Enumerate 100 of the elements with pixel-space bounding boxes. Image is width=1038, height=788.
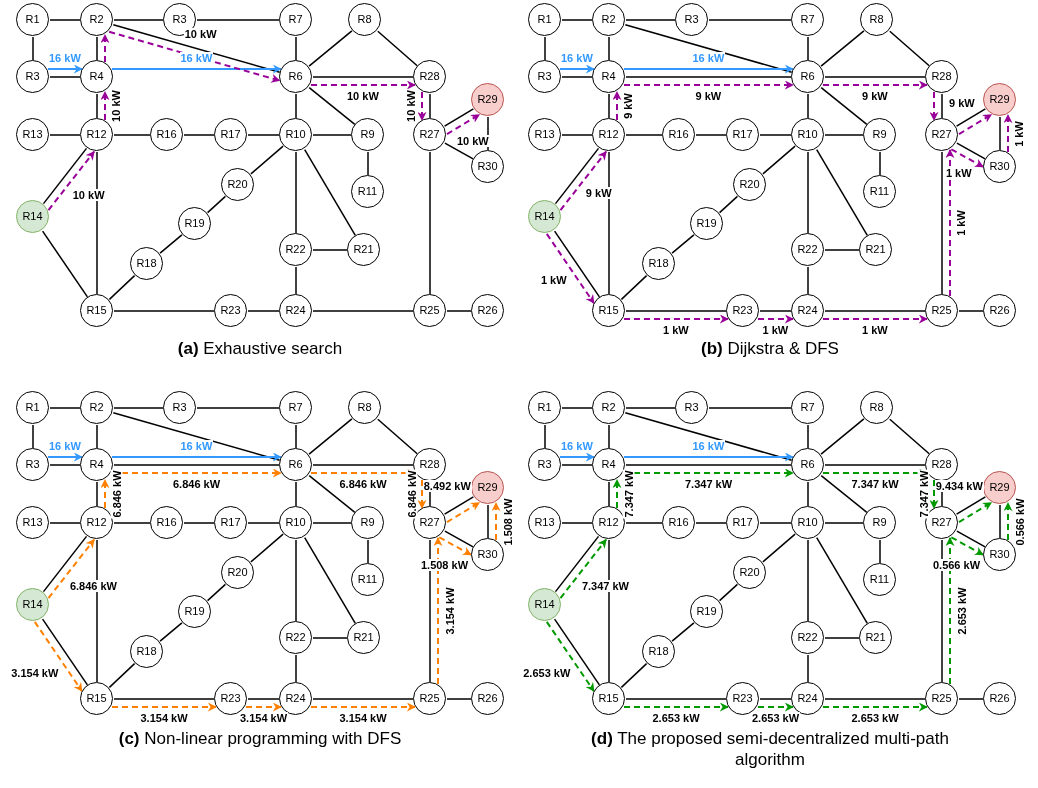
connector-line xyxy=(312,310,414,312)
edge-label: 9 kW xyxy=(948,96,976,109)
connector-line xyxy=(624,411,793,462)
connector-line xyxy=(941,151,943,295)
connector-line xyxy=(108,274,136,301)
network-node: R3 xyxy=(528,60,561,93)
edge-label: 1 kW xyxy=(954,209,967,237)
connector-line xyxy=(762,533,796,563)
network-node: R16 xyxy=(662,506,695,539)
connector-line xyxy=(759,310,792,312)
connector-line xyxy=(824,698,926,700)
network-node: R1 xyxy=(16,391,49,424)
connector-line xyxy=(820,418,865,455)
edge-label: 1 kW xyxy=(861,324,889,336)
network-node: R19 xyxy=(178,595,211,628)
connector-line xyxy=(113,407,164,409)
network-node: R19 xyxy=(178,207,211,240)
arrow xyxy=(100,479,110,509)
network-node: R6 xyxy=(791,60,824,93)
connector-line xyxy=(295,93,297,119)
edge-label: 2.653 kW xyxy=(522,666,572,679)
network-node: R8 xyxy=(348,3,381,36)
edge-label: 10 kW xyxy=(346,90,380,102)
arrow xyxy=(822,702,928,712)
edge-label: 1 kW xyxy=(662,324,690,336)
connector-line xyxy=(295,266,297,295)
network-node: R1 xyxy=(528,3,561,36)
connector-line xyxy=(956,530,986,548)
connector-line xyxy=(815,148,869,237)
connector-line xyxy=(958,698,984,700)
network-node: R10 xyxy=(791,506,824,539)
connector-line xyxy=(429,539,431,683)
connector-line xyxy=(625,76,792,78)
network-node: R22 xyxy=(791,233,824,266)
connector-line xyxy=(113,310,215,312)
edge-label: 9 kW xyxy=(694,90,723,102)
network-node: R3 xyxy=(163,391,196,424)
network-node: R11 xyxy=(351,175,384,208)
connector-line xyxy=(42,147,88,205)
network-node: R3 xyxy=(16,60,49,93)
edge-label: 9.434 kW xyxy=(934,479,984,492)
arrow xyxy=(958,113,993,136)
connector-line xyxy=(41,230,89,298)
network-node: R23 xyxy=(214,294,247,327)
network-node: R14 xyxy=(528,200,561,233)
network-node: R24 xyxy=(791,682,824,715)
arrow xyxy=(1003,114,1013,153)
edge-label: 10 kW xyxy=(71,188,106,201)
connector-line xyxy=(206,195,227,214)
network-node: R25 xyxy=(413,682,446,715)
connector-line xyxy=(999,116,1001,151)
connector-line xyxy=(889,30,930,67)
edge-label: 8.492 kW xyxy=(422,479,472,492)
edge-label: 16 kW xyxy=(179,52,214,64)
edge-label: 2.653 kW xyxy=(651,712,701,724)
connector-line xyxy=(625,407,676,409)
arrow xyxy=(822,314,928,324)
connector-line xyxy=(443,108,475,127)
network-node: R30 xyxy=(983,150,1016,183)
connector-line xyxy=(554,147,600,205)
arrow xyxy=(446,113,481,136)
connector-line xyxy=(608,481,610,507)
edge-label: 7.347 kW xyxy=(850,478,900,490)
connector-line xyxy=(49,522,81,524)
network-node: R13 xyxy=(528,506,561,539)
arrow xyxy=(559,538,608,600)
network-node: R14 xyxy=(16,200,49,233)
network-node: R24 xyxy=(279,682,312,715)
connector-line xyxy=(113,464,280,466)
connector-line xyxy=(561,407,593,409)
connector-line xyxy=(625,522,663,524)
edge-label: 7.347 kW xyxy=(580,580,630,593)
network-node: R28 xyxy=(925,60,958,93)
edge-label: 2.653 kW xyxy=(850,712,900,724)
connector-line xyxy=(49,19,81,21)
connector-line xyxy=(807,539,809,622)
connector-line xyxy=(608,539,610,683)
figure-caption: (a) Exhaustive search xyxy=(176,338,344,359)
arrow xyxy=(929,91,939,121)
network-node: R24 xyxy=(279,294,312,327)
edge-label: 10 kW xyxy=(183,27,218,40)
connector-line xyxy=(444,142,474,160)
edge-label: 1 kW xyxy=(1012,119,1025,148)
arrow xyxy=(245,702,282,712)
edge-label: 6.846 kW xyxy=(110,469,123,519)
network-node: R16 xyxy=(150,506,183,539)
arrow xyxy=(612,479,622,509)
arrow xyxy=(623,80,794,90)
network-node: R9 xyxy=(863,118,896,151)
arrow xyxy=(100,34,110,63)
connector-line xyxy=(620,662,648,689)
edge-label: 1 kW xyxy=(761,324,790,336)
network-node: R29 xyxy=(983,471,1016,504)
connector-line xyxy=(159,234,183,254)
arrow xyxy=(958,501,993,524)
connector-line xyxy=(759,522,792,524)
connector-line xyxy=(695,522,727,524)
network-node: R18 xyxy=(130,247,163,280)
network-node: R20 xyxy=(221,168,254,201)
arrow xyxy=(446,501,481,524)
